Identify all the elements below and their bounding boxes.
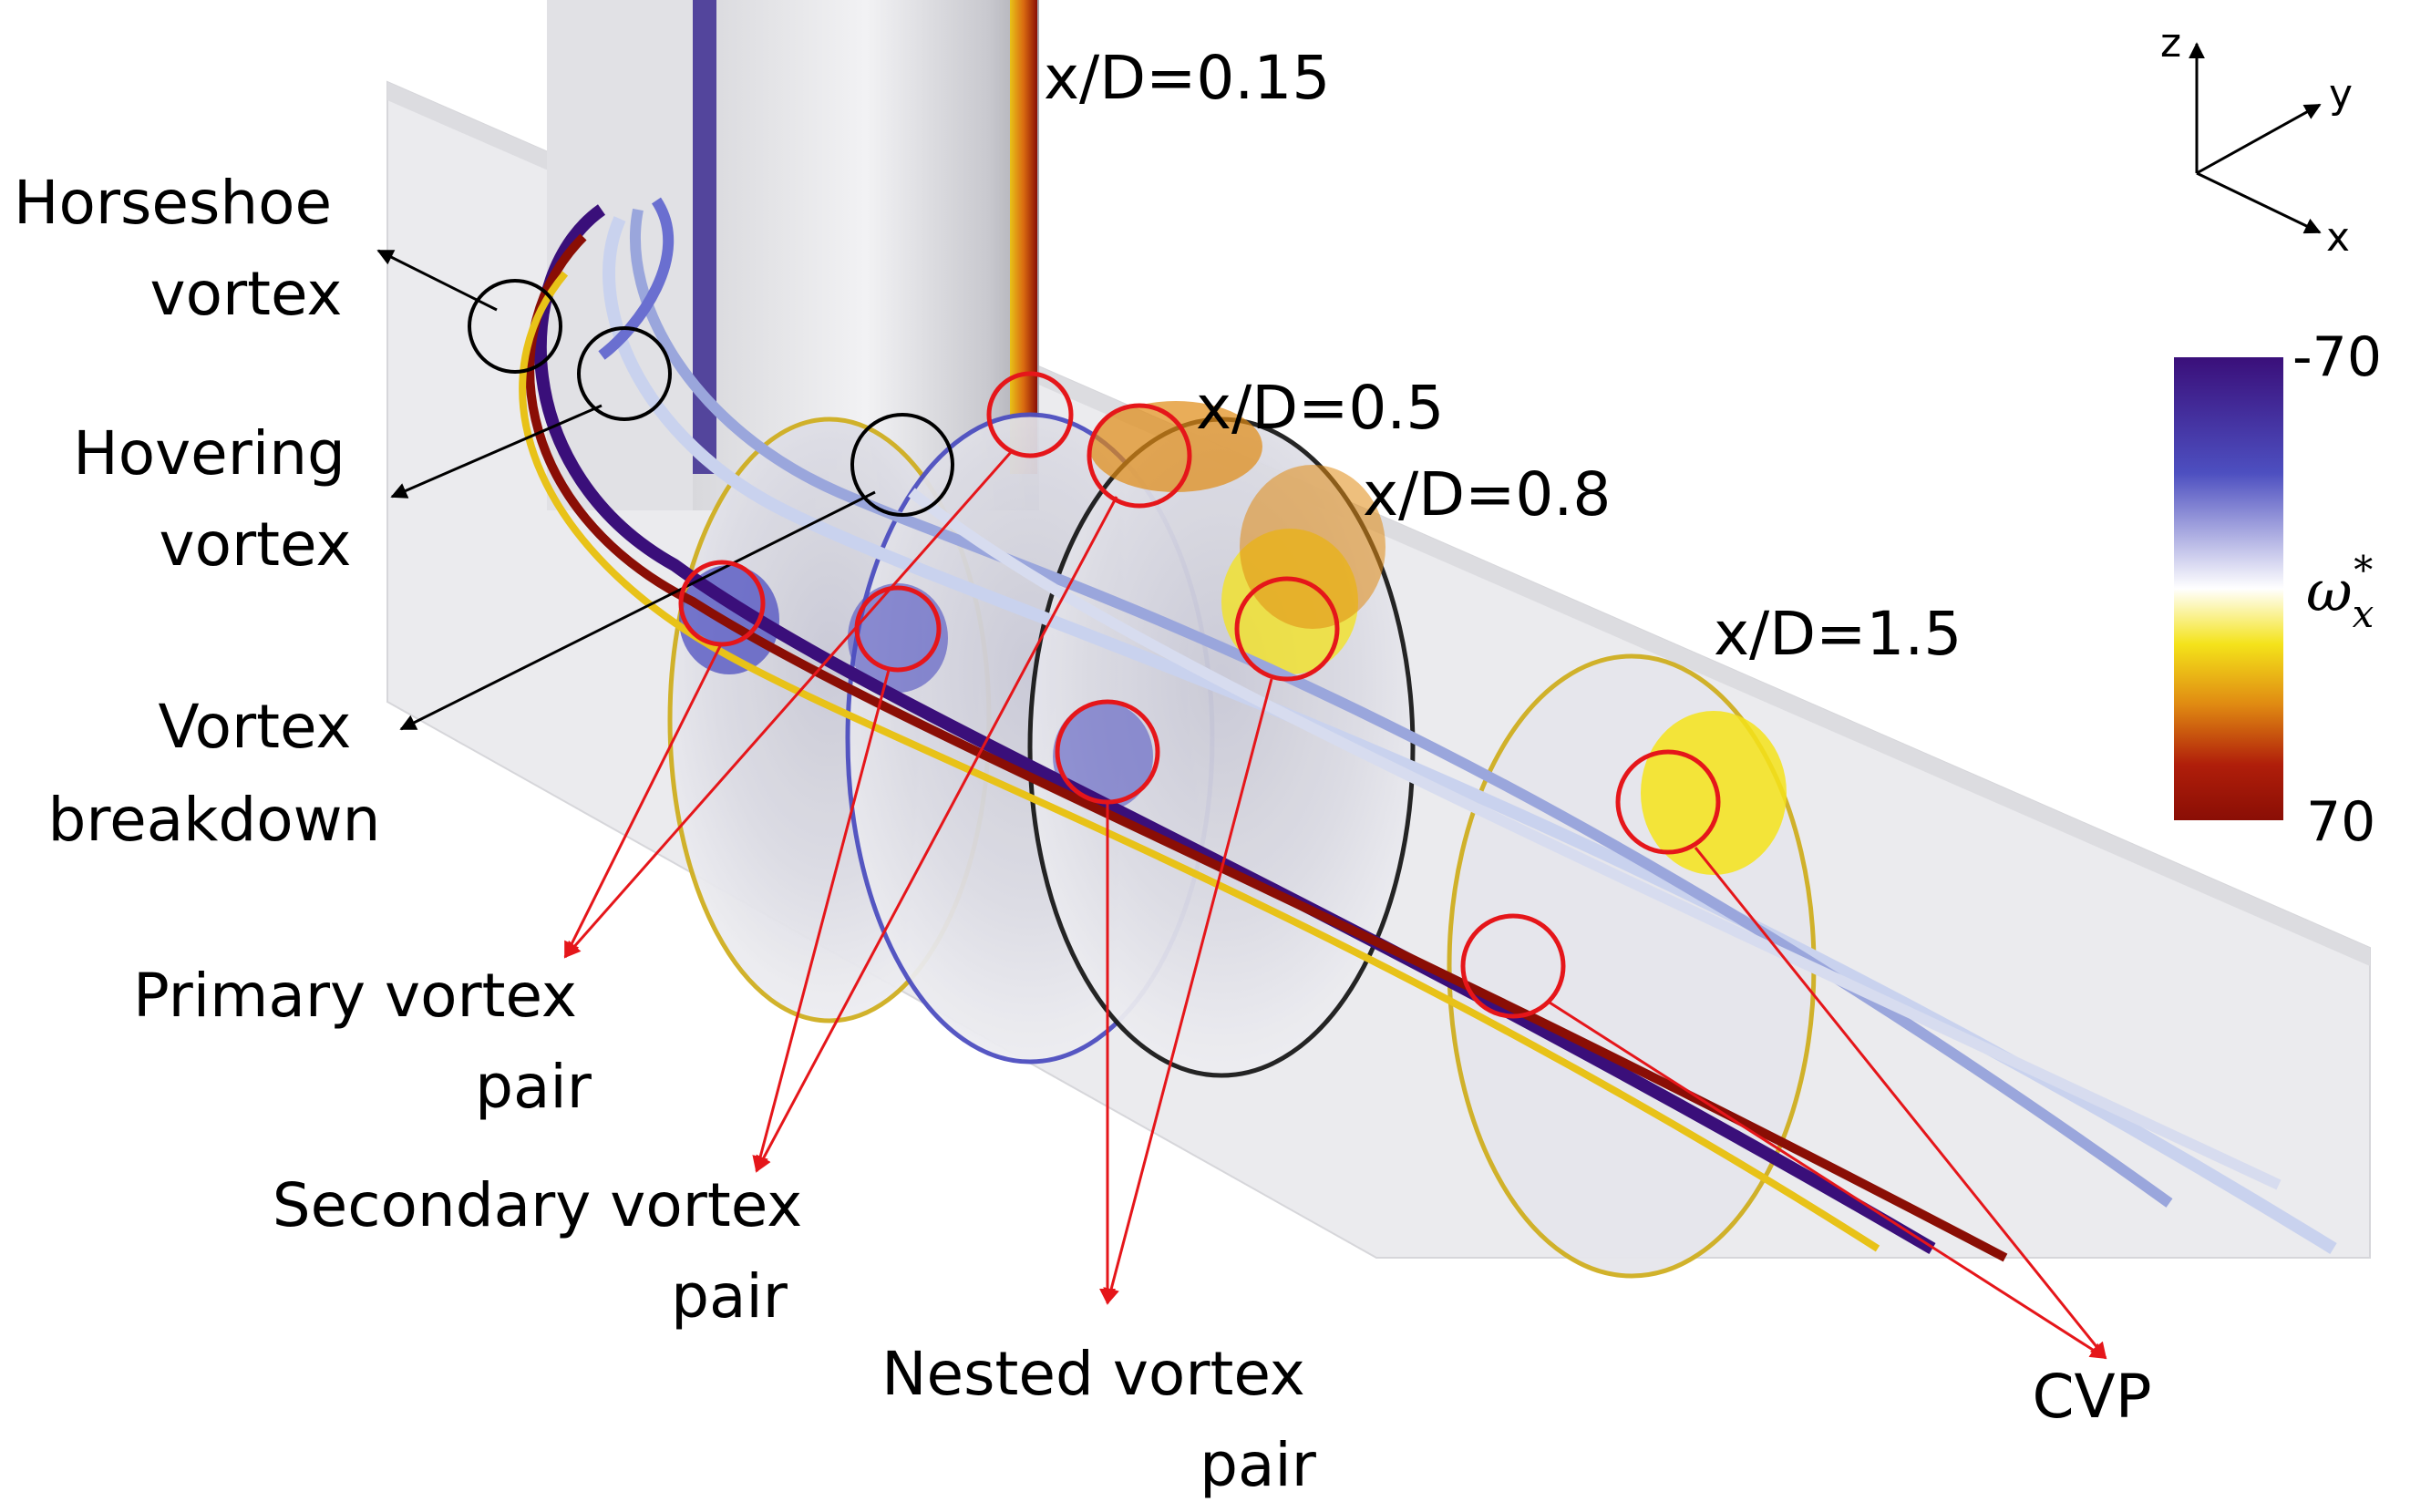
patch-orange-2 — [1240, 465, 1385, 629]
circle-breakdown — [850, 413, 954, 517]
label-x-d-0-5: x/D=0.5 — [1196, 373, 1444, 443]
label-primary: Primary vortex pair — [133, 961, 596, 1122]
circle-primary-right — [986, 371, 1074, 458]
label-breakdown: Vortex breakdown — [48, 692, 381, 855]
label-horseshoe: Horseshoe vortex — [14, 168, 351, 329]
axis-label-y: y — [2329, 71, 2353, 118]
jet-column-edge — [1010, 0, 1037, 474]
circle-cvp-bottom — [1460, 913, 1566, 1019]
circle-horseshoe — [468, 279, 562, 374]
arrow-secondary-b — [755, 496, 1118, 1173]
colorbar — [2174, 357, 2283, 820]
arrow-nested-b — [1103, 678, 1273, 1305]
label-cvp: CVP — [2032, 1362, 2151, 1432]
arrow-cvp-a — [1694, 847, 2107, 1360]
coordinate-axes: z y x — [2160, 20, 2353, 261]
label-hovering: Hovering vortex — [73, 418, 365, 580]
colorbar-min-label: -70 — [2292, 325, 2382, 389]
streamline-3 — [519, 271, 1880, 1252]
label-nested: Nested vortex pair — [881, 1339, 1324, 1500]
label-x-d-1-5: x/D=1.5 — [1714, 599, 1962, 669]
circle-secondary-right — [1087, 403, 1192, 509]
patch-orange-1 — [1089, 401, 1262, 492]
label-x-d-0-15: x/D=0.15 — [1044, 43, 1330, 113]
axis-label-z: z — [2160, 20, 2181, 67]
patch-blue-2 — [848, 583, 948, 693]
circle-nested-right — [1234, 576, 1340, 682]
colorbar-variable: ωx* — [2306, 548, 2374, 636]
label-x-d-0-8: x/D=0.8 — [1363, 459, 1611, 530]
arrow-primary-b — [563, 450, 1014, 959]
arrow-cvp-b — [1549, 1001, 2107, 1360]
arrow-primary-a — [563, 642, 724, 959]
arrow-horseshoe — [376, 249, 498, 312]
arrow-secondary-a — [752, 669, 891, 1173]
label-secondary: Secondary vortex pair — [273, 1170, 821, 1332]
arrow-breakdown — [399, 490, 876, 731]
circle-secondary-left — [854, 585, 942, 673]
circle-hovering — [577, 326, 672, 421]
arrow-hovering — [390, 404, 603, 499]
streamline-7 — [598, 197, 674, 360]
streamline-6 — [908, 488, 2282, 1190]
streamline-4 — [603, 216, 2337, 1254]
circle-cvp-top — [1615, 749, 1721, 855]
axis-label-x: x — [2326, 214, 2350, 261]
colorbar-max-label: 70 — [2306, 790, 2375, 854]
